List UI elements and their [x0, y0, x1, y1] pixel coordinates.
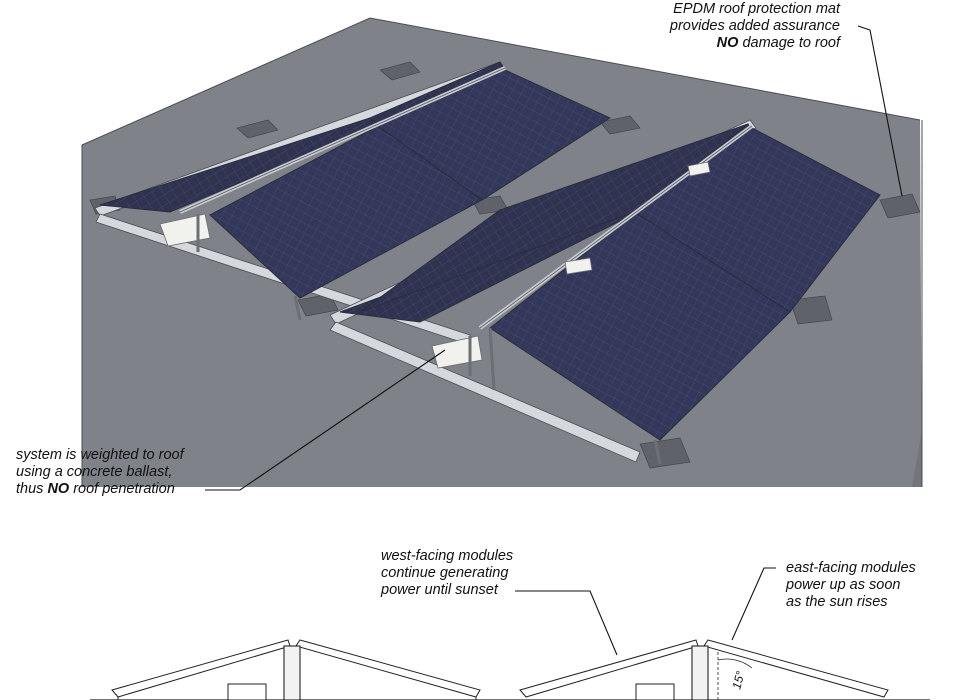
east-callout-line1: east-facing modules: [786, 560, 916, 576]
west-callout-line1: west-facing modules: [381, 548, 514, 564]
ballast-callout-line2: using a concrete ballast,: [16, 464, 173, 480]
ballast-callout-rest: roof penetration: [69, 481, 175, 497]
west-callout-line2: continue generating: [381, 565, 509, 581]
east-leader-line: [731, 567, 776, 641]
epdm-callout-line3: NO damage to roof: [612, 35, 840, 52]
elevation-view: [90, 639, 930, 700]
epdm-callout-line2: provides added assurance: [669, 18, 840, 34]
epdm-callout-line1: EPDM roof protection mat: [673, 1, 840, 17]
epdm-callout-strong: NO: [716, 35, 739, 51]
east-callout-line2: power up as soon: [786, 577, 901, 593]
ballast-callout-pre: thus: [16, 481, 48, 497]
ballast-callout: system is weighted to roof using a concr…: [16, 447, 216, 498]
east-callout-line3: as the sun rises: [786, 594, 888, 610]
west-leader-line: [515, 590, 618, 656]
epdm-callout: EPDM roof protection mat provides added …: [612, 1, 840, 52]
ballast-leader-line: [205, 349, 446, 491]
east-callout: east-facing modules power up as soon as …: [786, 560, 956, 611]
west-callout: west-facing modules continue generating …: [381, 548, 551, 599]
epdm-callout-rest: damage to roof: [738, 35, 840, 51]
ballast-callout-line3: thus NO roof penetration: [16, 481, 216, 498]
ballast-callout-line1: system is weighted to roof: [16, 447, 184, 463]
epdm-leader-line: [857, 25, 903, 197]
ballast-callout-strong: NO: [47, 481, 70, 497]
west-callout-line3: power until sunset: [381, 582, 498, 598]
module-row-right: [329, 119, 881, 465]
tilt-angle-label: 15°: [729, 669, 747, 690]
